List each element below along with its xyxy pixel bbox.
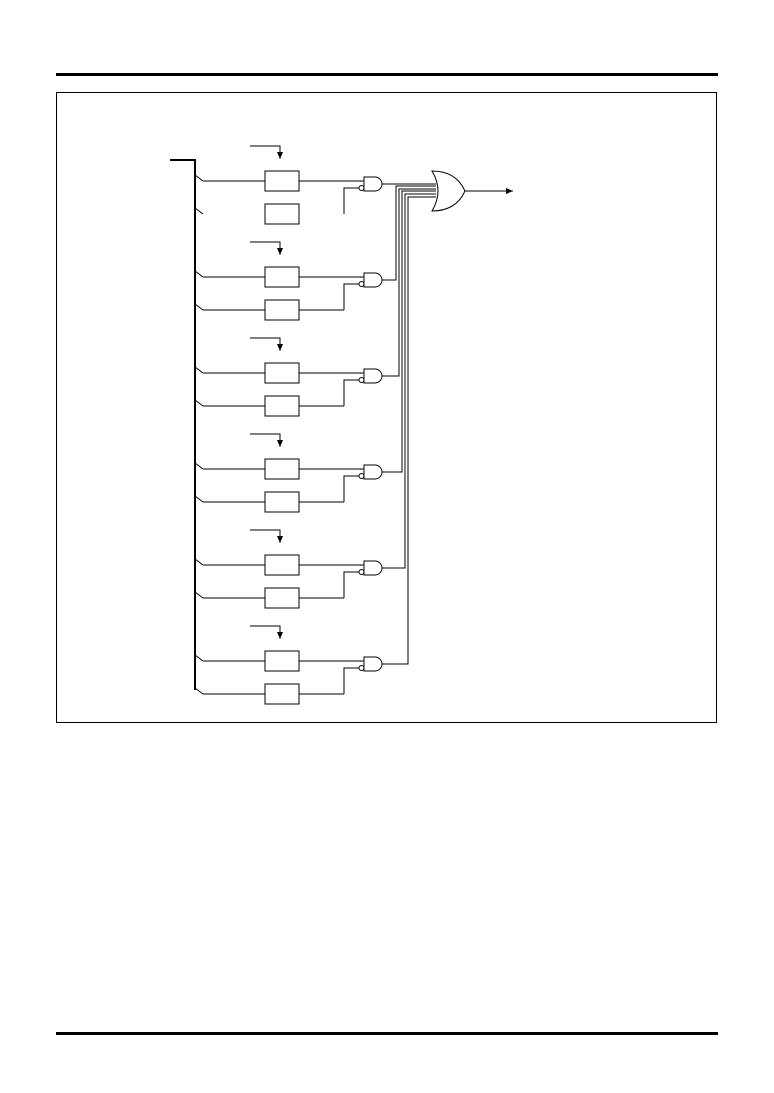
gate-return-wire — [343, 667, 359, 694]
inverter-bubble — [358, 665, 365, 671]
or-gate — [431, 170, 466, 212]
gate-return-wire — [343, 571, 359, 598]
register-box — [264, 458, 300, 480]
bus-tap — [194, 270, 204, 278]
bus-tap — [194, 558, 204, 566]
strobe-arrow — [250, 337, 283, 351]
and-gate — [363, 560, 383, 576]
bottom-rule — [56, 1032, 718, 1035]
gate-return-wire — [343, 187, 359, 214]
or-input-wire — [382, 193, 436, 569]
top-rule — [56, 73, 718, 76]
and-gate — [363, 272, 383, 288]
bus-tap — [194, 174, 204, 182]
bus-tap — [194, 687, 204, 695]
register-box — [264, 362, 300, 384]
register-box — [264, 683, 300, 705]
register-box — [264, 203, 300, 225]
strobe-arrow — [250, 529, 283, 543]
or-input-wire — [382, 188, 436, 377]
register-box — [264, 491, 300, 513]
bus-tap — [194, 303, 204, 311]
strobe-arrow — [250, 625, 283, 639]
register-box — [264, 650, 300, 672]
register-box — [264, 395, 300, 417]
and-gate — [363, 176, 383, 192]
bus-tap — [194, 399, 204, 407]
gate-return-wire — [343, 475, 359, 502]
inverter-bubble — [358, 473, 365, 479]
bus-tap — [194, 207, 204, 215]
register-box — [264, 266, 300, 288]
register-box — [264, 554, 300, 576]
bus-tap — [194, 495, 204, 503]
and-gate — [363, 368, 383, 384]
strobe-arrow — [250, 433, 283, 447]
inverter-bubble — [358, 185, 365, 191]
or-input-wire — [382, 185, 436, 281]
inverter-bubble — [358, 377, 365, 383]
register-box — [264, 170, 300, 192]
bus-tap — [194, 654, 204, 662]
gate-return-wire — [343, 379, 359, 406]
strobe-arrow — [250, 241, 283, 255]
bus-tap — [194, 366, 204, 374]
and-gate — [363, 656, 383, 672]
bus-tap — [194, 591, 204, 599]
inverter-bubble — [358, 569, 365, 575]
inverter-bubble — [358, 281, 365, 287]
register-box — [264, 299, 300, 321]
register-box — [264, 587, 300, 609]
or-input-wire — [382, 196, 436, 665]
or-input-wire — [382, 190, 436, 473]
main-bus — [170, 159, 196, 690]
and-gate — [363, 464, 383, 480]
figure-frame — [56, 92, 717, 723]
strobe-arrow — [250, 145, 283, 159]
gate-return-wire — [343, 283, 359, 310]
bus-tap — [194, 462, 204, 470]
